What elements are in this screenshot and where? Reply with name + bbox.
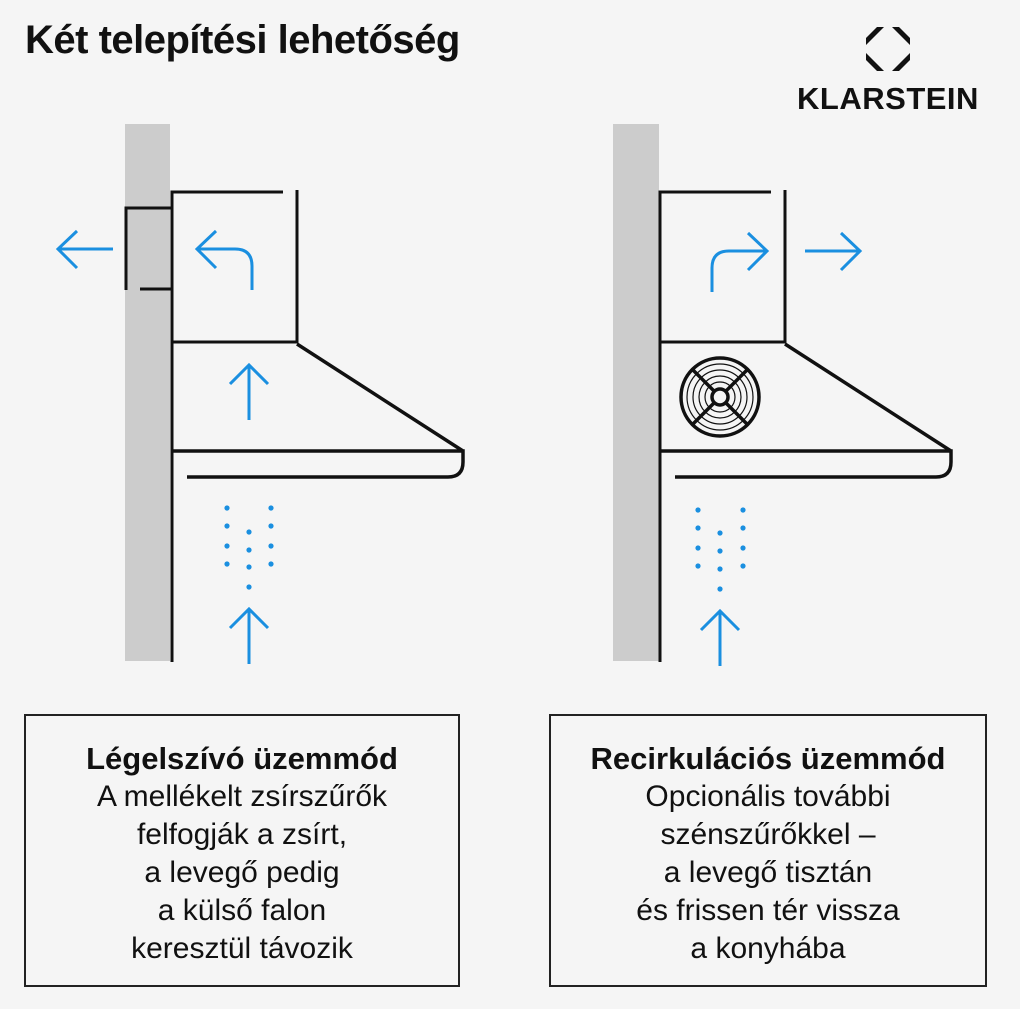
wall xyxy=(613,124,659,661)
arrow-up-icon xyxy=(228,362,270,420)
caption-line: felfogják a zsírt, xyxy=(136,818,348,851)
caption-line: a külső falon xyxy=(157,894,327,927)
caption-line: a levegő pedig xyxy=(144,856,340,889)
caption-line: a konyhába xyxy=(690,932,846,965)
arrow-left-icon xyxy=(55,229,113,270)
fan-filter-icon xyxy=(679,356,761,438)
exhaust-diagram xyxy=(55,124,465,664)
arrow-right-icon xyxy=(805,231,863,272)
caption-line: szénszűrőkkel – xyxy=(660,818,876,851)
caption-line: a levegő tisztán xyxy=(663,856,873,889)
recirculation-mode-caption: Recirkulációs üzemmód Opcionális további… xyxy=(549,714,987,987)
hood-outline xyxy=(660,342,953,479)
exhaust-mode-caption: Légelszívó üzemmód A mellékelt zsírszűrő… xyxy=(24,714,460,987)
recirculation-diagram xyxy=(613,124,953,666)
chimney-box xyxy=(170,190,299,662)
klarstein-octagon-logo-icon xyxy=(866,27,910,71)
arrow-up-icon xyxy=(699,608,741,666)
brand-name: KLARSTEIN xyxy=(797,81,979,116)
caption-line: keresztül távozik xyxy=(131,932,353,965)
arrow-up-icon xyxy=(228,606,270,664)
caption-heading: Recirkulációs üzemmód xyxy=(590,741,946,776)
hood-diagrams xyxy=(55,124,953,666)
brand-logo: KLARSTEIN xyxy=(788,24,988,116)
page-title: Két telepítési lehetőség xyxy=(25,18,460,62)
curved-arrow-left-icon xyxy=(194,229,254,290)
steam-dots xyxy=(224,505,274,590)
curved-arrow-right-icon xyxy=(710,231,770,292)
caption-line: A mellékelt zsírszűrők xyxy=(96,780,388,813)
duct-through-wall xyxy=(124,206,172,291)
caption-heading: Légelszívó üzemmód xyxy=(86,741,398,776)
hood-outline xyxy=(172,342,465,479)
chimney-box xyxy=(658,190,787,662)
caption-line: Opcionális további xyxy=(645,780,891,813)
caption-line: és frissen tér vissza xyxy=(636,894,900,927)
steam-dots xyxy=(695,507,746,592)
wall xyxy=(125,124,170,661)
